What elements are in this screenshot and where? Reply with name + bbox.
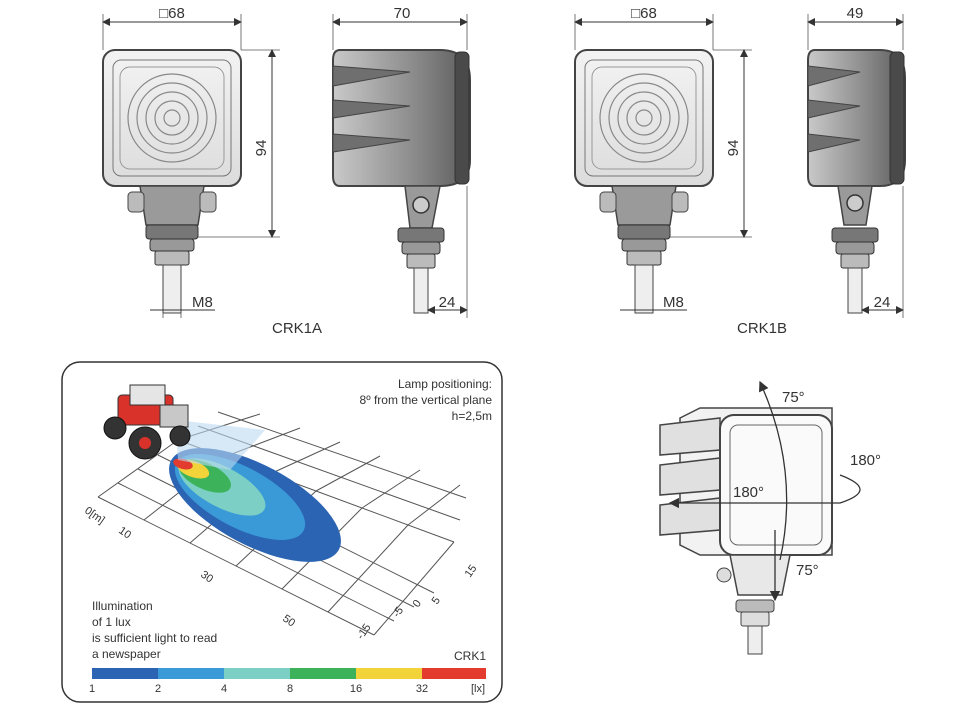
illumination-note-line: Illumination xyxy=(92,599,153,613)
crk1a-depth-label: 70 xyxy=(394,5,411,22)
lateral-tick: 5 xyxy=(430,595,443,607)
scale-label: 16 xyxy=(350,683,362,695)
crk1a-width-label: □68 xyxy=(159,5,185,22)
scale-segment xyxy=(356,668,422,679)
scale-segment xyxy=(158,668,224,679)
distance-tick: 30 xyxy=(198,569,215,586)
tractor-illustration xyxy=(103,384,191,460)
beam-pattern-panel: 0[m] 10 30 50 15 5 0 -5 -15 Lamp positio… xyxy=(61,361,503,703)
lux-color-scale: 1 2 4 8 16 32 [lx] xyxy=(89,668,486,695)
crk1b-side-view: 49 24 xyxy=(807,5,906,318)
crk1b-height-label: 94 xyxy=(725,140,742,157)
crk1a-thread-label: M8 xyxy=(192,294,213,311)
crk1a-front-view: □68 94 M8 xyxy=(102,5,280,318)
crk1b-front-view: □68 94 M8 xyxy=(574,5,752,314)
scale-label: 4 xyxy=(221,683,227,695)
scale-label: 1 xyxy=(89,683,95,695)
scale-unit-label: [lx] xyxy=(471,683,485,695)
rotation-up-label: 75° xyxy=(782,389,805,406)
crk1b-caption: CRK1B xyxy=(737,320,787,337)
model-label: CRK1 xyxy=(454,649,486,663)
scale-label: 2 xyxy=(155,683,161,695)
crk1a-bolt-label: 24 xyxy=(439,294,456,311)
scale-segment xyxy=(422,668,486,679)
scale-segment xyxy=(224,668,290,679)
illumination-note-line: of 1 lux xyxy=(92,615,131,629)
scale-segment xyxy=(92,668,158,679)
crk1a-caption: CRK1A xyxy=(272,320,322,337)
distance-tick: 50 xyxy=(280,613,297,630)
illumination-note-line: is sufficient light to read xyxy=(92,631,217,645)
scale-label: 32 xyxy=(416,683,428,695)
positioning-note-line: h=2,5m xyxy=(452,409,492,423)
rotation-left-label: 180° xyxy=(733,484,764,501)
illumination-note-line: a newspaper xyxy=(92,647,161,661)
crk1b-bolt-label: 24 xyxy=(874,294,891,311)
crk1b-depth-label: 49 xyxy=(847,5,864,22)
lateral-tick: 0 xyxy=(411,598,424,610)
distance-tick: 10 xyxy=(116,525,133,542)
rotation-diagram: 75° 75° 180° 180° xyxy=(659,380,881,655)
lateral-tick: 15 xyxy=(463,563,480,580)
crk1b-thread-label: M8 xyxy=(663,294,684,311)
scale-segment xyxy=(290,668,356,679)
crk1b-width-label: □68 xyxy=(631,5,657,22)
rotation-right-label: 180° xyxy=(850,452,881,469)
crk1a-height-label: 94 xyxy=(253,140,270,157)
positioning-note-line: 8º from the vertical plane xyxy=(360,393,493,407)
crk1a-side-view: 70 24 xyxy=(332,5,471,318)
scale-label: 8 xyxy=(287,683,293,695)
positioning-note-line: Lamp positioning: xyxy=(398,377,492,391)
rotation-down-label: 75° xyxy=(796,562,819,579)
